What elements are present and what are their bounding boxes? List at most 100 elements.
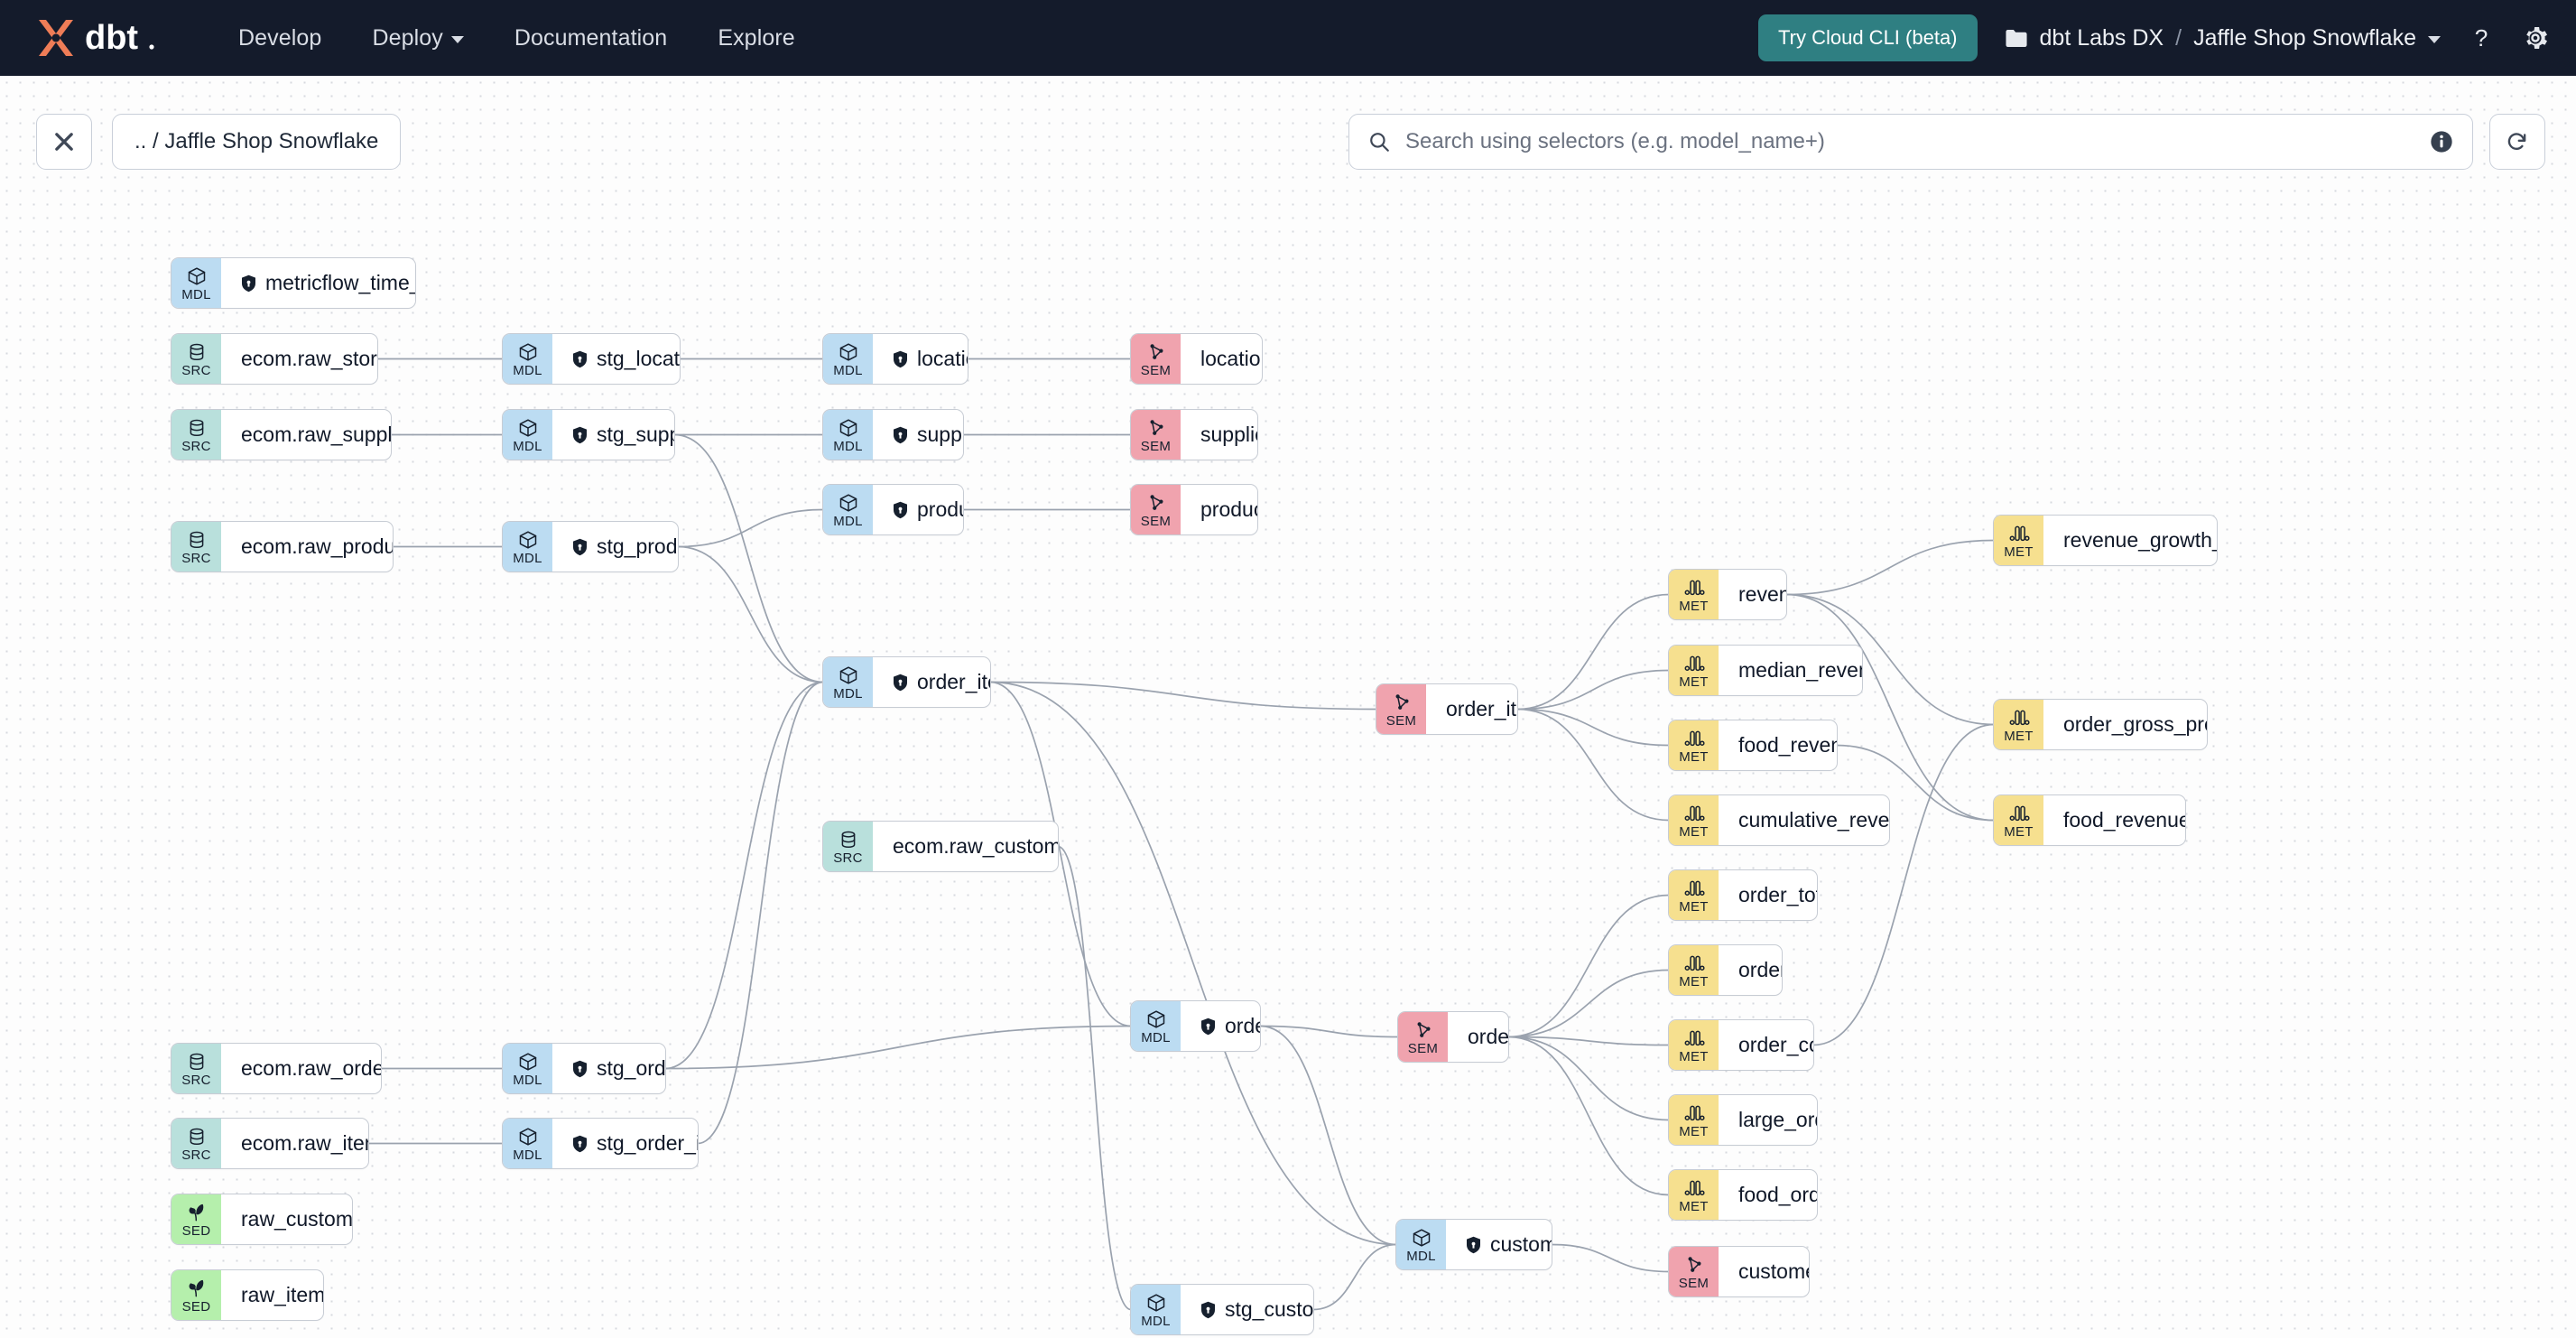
node-label: stg_products [597,534,678,558]
node-type-badge-mdl: MDL [503,522,552,571]
node-type-badge-mdl: MDL [1131,1001,1181,1051]
graph-node-sem_products[interactable]: SEMproducts [1131,485,1257,534]
dbt-logo[interactable]: dbt [32,16,166,60]
badge-label: SEM [1385,712,1417,729]
edge-stg_products-to-mdl_products [677,508,824,548]
node-label-wrap: ecom.raw_orders [221,1044,381,1093]
node-type-badge-mdl: MDL [823,410,873,460]
node-label: food_revenue [1738,733,1837,757]
badge-icon [186,1278,208,1299]
node-type-badge-src: SRC [171,1119,221,1168]
nav-item-deploy[interactable]: Deploy [372,25,464,51]
node-type-badge-met: MET [1669,646,1719,695]
gear-icon[interactable] [2522,24,2549,51]
graph-node-sem_locations[interactable]: SEMlocations [1131,334,1262,384]
graph-breadcrumb[interactable]: .. / Jaffle Shop Snowflake [112,114,402,170]
info-icon[interactable] [2429,129,2454,154]
badge-icon [1145,417,1167,439]
question-mark-icon[interactable]: ? [2468,24,2495,51]
badge-icon [186,1126,208,1148]
node-label: supplies [917,423,963,446]
database-icon [190,419,203,436]
node-label-wrap: stg_orders [552,1044,665,1093]
edge-stg_orders-to-mdl_orders [664,1025,1132,1070]
shield-icon [1467,1236,1480,1253]
node-label: ecom.raw_supplies [241,423,391,446]
refresh-button[interactable] [2489,114,2545,170]
badge-icon [1145,341,1167,363]
nav-item-explore[interactable]: Explore [718,25,794,51]
node-label-wrap: order_cost [1719,1020,1813,1070]
badge-label: MET [1679,674,1709,690]
account-project-breadcrumb[interactable]: dbt Labs DX / Jaffle Shop Snowflake [2005,25,2441,51]
node-label: locations [917,347,968,370]
badge-label: MET [1679,898,1709,915]
node-label: customers [1738,1259,1809,1283]
graph-node-sem_customers[interactable]: SEMcustomers [1669,1247,1809,1296]
nav-item-explore-label: Explore [718,24,795,51]
node-label: customers [1490,1232,1552,1256]
nav-item-develop[interactable]: Develop [238,25,321,51]
graph-node-sem_supplies[interactable]: SEMsupplies [1131,410,1257,460]
graph-node-mdl_supplies[interactable]: MDL supplies [823,410,963,460]
sprout-icon [189,1203,203,1221]
badge-icon [838,664,859,686]
badge-icon [838,829,859,850]
graph-breadcrumb-label: .. / Jaffle Shop Snowflake [134,129,379,153]
badge-icon [1683,728,1705,749]
node-label: orders [1225,1014,1260,1037]
node-type-badge-met: MET [1669,1170,1719,1220]
edge-sem_orders-to-met_large_order [1507,1036,1670,1121]
node-label-wrap: supplies [873,410,963,460]
node-label-wrap: revenue_growth_mom [2043,516,2217,565]
node-label: ecom.raw_orders [241,1056,381,1080]
close-button[interactable] [36,114,92,170]
graph-node-stg_products[interactable]: MDL stg_products [503,522,678,571]
graph-node-met_orders[interactable]: METorders [1669,945,1782,995]
nav-item-documentation[interactable]: Documentation [514,25,667,51]
graph-node-mdl_orders[interactable]: MDL orders [1131,1001,1260,1051]
search-input[interactable] [1405,129,2429,154]
badge-label: MDL [513,438,542,454]
shield-icon [1201,1301,1215,1318]
lineage-graph-canvas[interactable]: MDLmetricflow_time_spineSRCecom.raw_stor… [0,76,2576,1338]
badge-icon [1683,653,1705,674]
try-cloud-cli-button[interactable]: Try Cloud CLI (beta) [1758,14,1978,61]
search-bar[interactable] [1348,114,2473,170]
graph-node-sem_orders[interactable]: SEMorders [1398,1012,1508,1062]
node-label: orders [1468,1025,1508,1048]
edge-sem_orders-to-met_order_cost [1507,1036,1670,1046]
graph-node-mdl_locations[interactable]: MDLlocations [823,334,968,384]
badge-label: MET [2004,823,2034,840]
edge-stg_orders-to-mdl_order_items [664,681,824,1070]
graph-node-mdl_customers[interactable]: MDLcustomers [1396,1220,1552,1269]
graph-node-mdl_products[interactable]: MDLproducts [823,485,963,534]
